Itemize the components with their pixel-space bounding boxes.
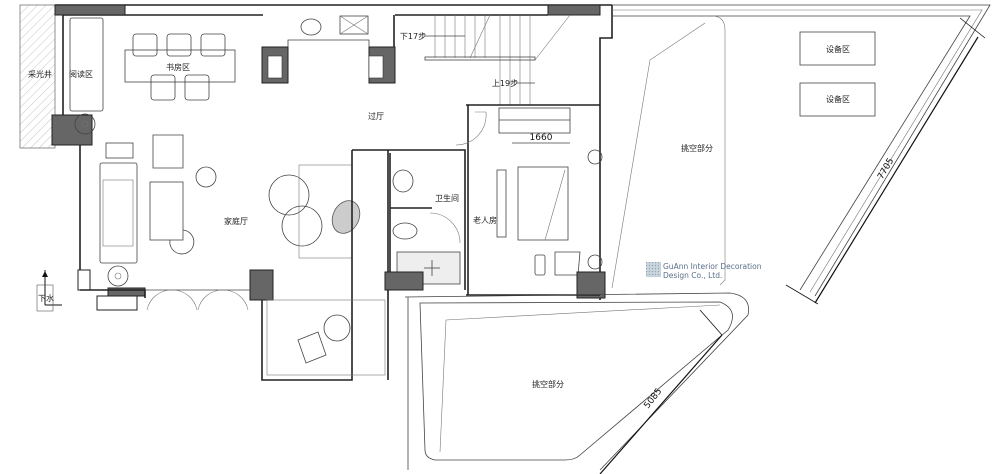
family-room-label: 家庭厅: [224, 216, 248, 226]
terrace: 设备区 设备区 挑空部分 GuAnn Interior Decoration D…: [404, 4, 991, 474]
light-well: 采光井: [19, 4, 56, 149]
balcony: [261, 150, 389, 381]
logo-line2: Design Co., Ltd.: [663, 271, 722, 280]
elderly-room: 1660 老人房: [455, 104, 606, 299]
family-room: 家庭厅: [99, 134, 361, 287]
light-well-label: 采光井: [28, 69, 52, 79]
elderly-room-label: 老人房: [473, 215, 497, 225]
walls: [51, 4, 613, 311]
staircase: 下17步 上19步: [393, 14, 571, 105]
drain-label: 下水: [38, 293, 54, 303]
bathroom-label: 卫生间: [435, 193, 459, 203]
dimension-5085: 5085: [642, 387, 664, 411]
hall-label: 过厅: [368, 111, 384, 121]
bathroom: 卫生间: [352, 149, 466, 291]
stairs-up-label: 上19步: [492, 79, 518, 88]
void-upper-label: 挑空部分: [681, 143, 713, 153]
reading-area: 阅读区: [69, 17, 104, 135]
equipment-area-2-label: 设备区: [826, 94, 850, 104]
reading-area-label: 阅读区: [69, 69, 93, 79]
study-area-label: 书房区: [166, 62, 190, 72]
study-area: 书房区: [124, 33, 236, 101]
logo-line1: GuAnn Interior Decoration: [663, 262, 762, 271]
stairs-down-label: 下17步: [400, 32, 426, 41]
drain-marker: 下水: [36, 270, 62, 312]
dimension-7705: 7705: [876, 157, 896, 182]
equipment-area-1-label: 设备区: [826, 44, 850, 54]
wardrobe-dimension: 1660: [530, 133, 553, 143]
void-lower-label: 挑空部分: [532, 379, 564, 389]
